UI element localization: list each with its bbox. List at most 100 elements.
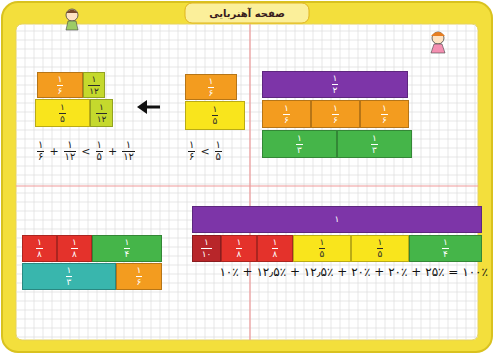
grid-line xyxy=(16,31,478,32)
grid-line xyxy=(16,337,478,338)
grid-line xyxy=(16,166,478,167)
grid-line xyxy=(466,24,467,340)
grid-line xyxy=(16,301,478,302)
denominator: ۸ xyxy=(272,248,279,259)
fraction-tile: ۱۸ xyxy=(221,235,257,262)
numerator: ۱ xyxy=(188,140,195,151)
operator: < xyxy=(81,145,90,158)
numerator: ۱ xyxy=(381,104,388,113)
grid-line xyxy=(241,24,242,340)
grid-line xyxy=(421,24,422,340)
white-board xyxy=(16,24,478,340)
grid-line xyxy=(115,24,116,340)
grid-line xyxy=(205,24,206,340)
denominator: ۱۲ xyxy=(88,85,100,96)
numerator: ۱ xyxy=(37,140,44,151)
fraction-tile: ۱۸ xyxy=(22,235,57,262)
fraction-tile: ۱۴ xyxy=(92,235,162,262)
left-arrow xyxy=(137,100,160,114)
denominator: ۳ xyxy=(66,276,73,287)
fraction-tile: ۱۸ xyxy=(257,235,293,262)
fraction: ۱۶ xyxy=(188,140,195,162)
numerator: ۱ xyxy=(36,238,43,247)
grid-line xyxy=(187,24,188,340)
grid-line xyxy=(250,24,251,340)
grid-line xyxy=(439,24,440,340)
numerator: ۱ xyxy=(124,238,131,247)
kid-icon xyxy=(431,32,445,53)
grid-line xyxy=(16,40,478,41)
grid-line xyxy=(196,24,197,340)
grid-line xyxy=(16,58,478,59)
fraction-tile: ۱۶ xyxy=(262,100,311,128)
numerator: ۱ xyxy=(208,77,215,86)
fraction: ۱۵ xyxy=(215,140,222,162)
fraction-tile: ۱۱۲ xyxy=(83,72,105,98)
denominator: ۵ xyxy=(215,151,222,163)
denominator: ۵ xyxy=(212,115,219,126)
denominator: ۸ xyxy=(236,248,243,259)
denominator: ۵ xyxy=(377,248,384,259)
denominator: ۳ xyxy=(296,144,303,155)
numerator: ۱ xyxy=(59,103,66,112)
denominator: ۸ xyxy=(36,248,43,259)
grid-line xyxy=(25,24,26,340)
fraction: ۱۱۲ xyxy=(122,140,135,162)
denominator: ۴ xyxy=(124,248,131,259)
numerator: ۱ xyxy=(203,238,210,247)
fraction-tile: ۱۵ xyxy=(185,101,245,130)
grid-line xyxy=(16,292,478,293)
denominator: ۱۲ xyxy=(96,113,108,124)
grid-line xyxy=(34,24,35,340)
denominator: ۱۲ xyxy=(122,151,135,163)
grid-line xyxy=(232,24,233,340)
fraction-tile: ۱۱۰ xyxy=(192,235,221,262)
fraction-inequality: ۱۶+۱۱۲<۱۵+۱۱۲ xyxy=(35,140,137,162)
fraction-tile: ۱۶ xyxy=(116,263,162,290)
denominator: ۶ xyxy=(136,276,143,287)
denominator: ۲ xyxy=(332,84,339,95)
grid-line xyxy=(178,24,179,340)
fraction-tile: ۱۸ xyxy=(57,235,92,262)
fraction: ۱۵ xyxy=(96,140,103,162)
grid-line xyxy=(16,67,478,68)
fraction-tile: ۱۶ xyxy=(360,100,409,128)
percent-sum: ۱۰٪ + ۱۲٫۵٪ + ۱۲٫۵٪ + ۲۰٪ + ۲۰٪ + ۲۵٪ = … xyxy=(219,265,488,279)
denominator: ۶ xyxy=(188,151,195,163)
numerator: ۱ xyxy=(319,238,326,247)
grid-line xyxy=(124,24,125,340)
denominator: ۶ xyxy=(283,114,290,125)
fraction-tile: ۱۵ xyxy=(35,99,90,127)
grid-line xyxy=(475,24,476,340)
fraction-tile: ۱۶ xyxy=(37,72,83,98)
grid-line xyxy=(16,202,478,203)
numerator: ۱ xyxy=(71,238,78,247)
numerator: ۱ xyxy=(136,266,143,275)
numerator: ۱ xyxy=(296,134,303,143)
fraction: ۱۱۲ xyxy=(64,140,77,162)
operator: + xyxy=(108,145,117,158)
denominator: ۶ xyxy=(381,114,388,125)
grid-line xyxy=(16,175,478,176)
fraction-inequality: ۱۶<۱۵ xyxy=(186,140,224,162)
grid-line xyxy=(151,24,152,340)
numerator: ۱ xyxy=(442,238,449,247)
grid-line xyxy=(16,328,478,329)
denominator: ۶ xyxy=(332,114,339,125)
numerator: ۱ xyxy=(91,75,98,84)
grid-line xyxy=(142,24,143,340)
numerator: ۱ xyxy=(212,105,219,114)
grid-line xyxy=(448,24,449,340)
header-tab xyxy=(185,3,309,23)
fraction-tile: ۱۲ xyxy=(262,71,408,98)
numerator: ۱ xyxy=(332,104,339,113)
grid-line xyxy=(16,310,478,311)
numerator: ۱ xyxy=(96,140,103,151)
numerator: ۱ xyxy=(57,75,64,84)
grid-line xyxy=(412,24,413,340)
grid-line xyxy=(16,49,478,50)
grid-line xyxy=(106,24,107,340)
